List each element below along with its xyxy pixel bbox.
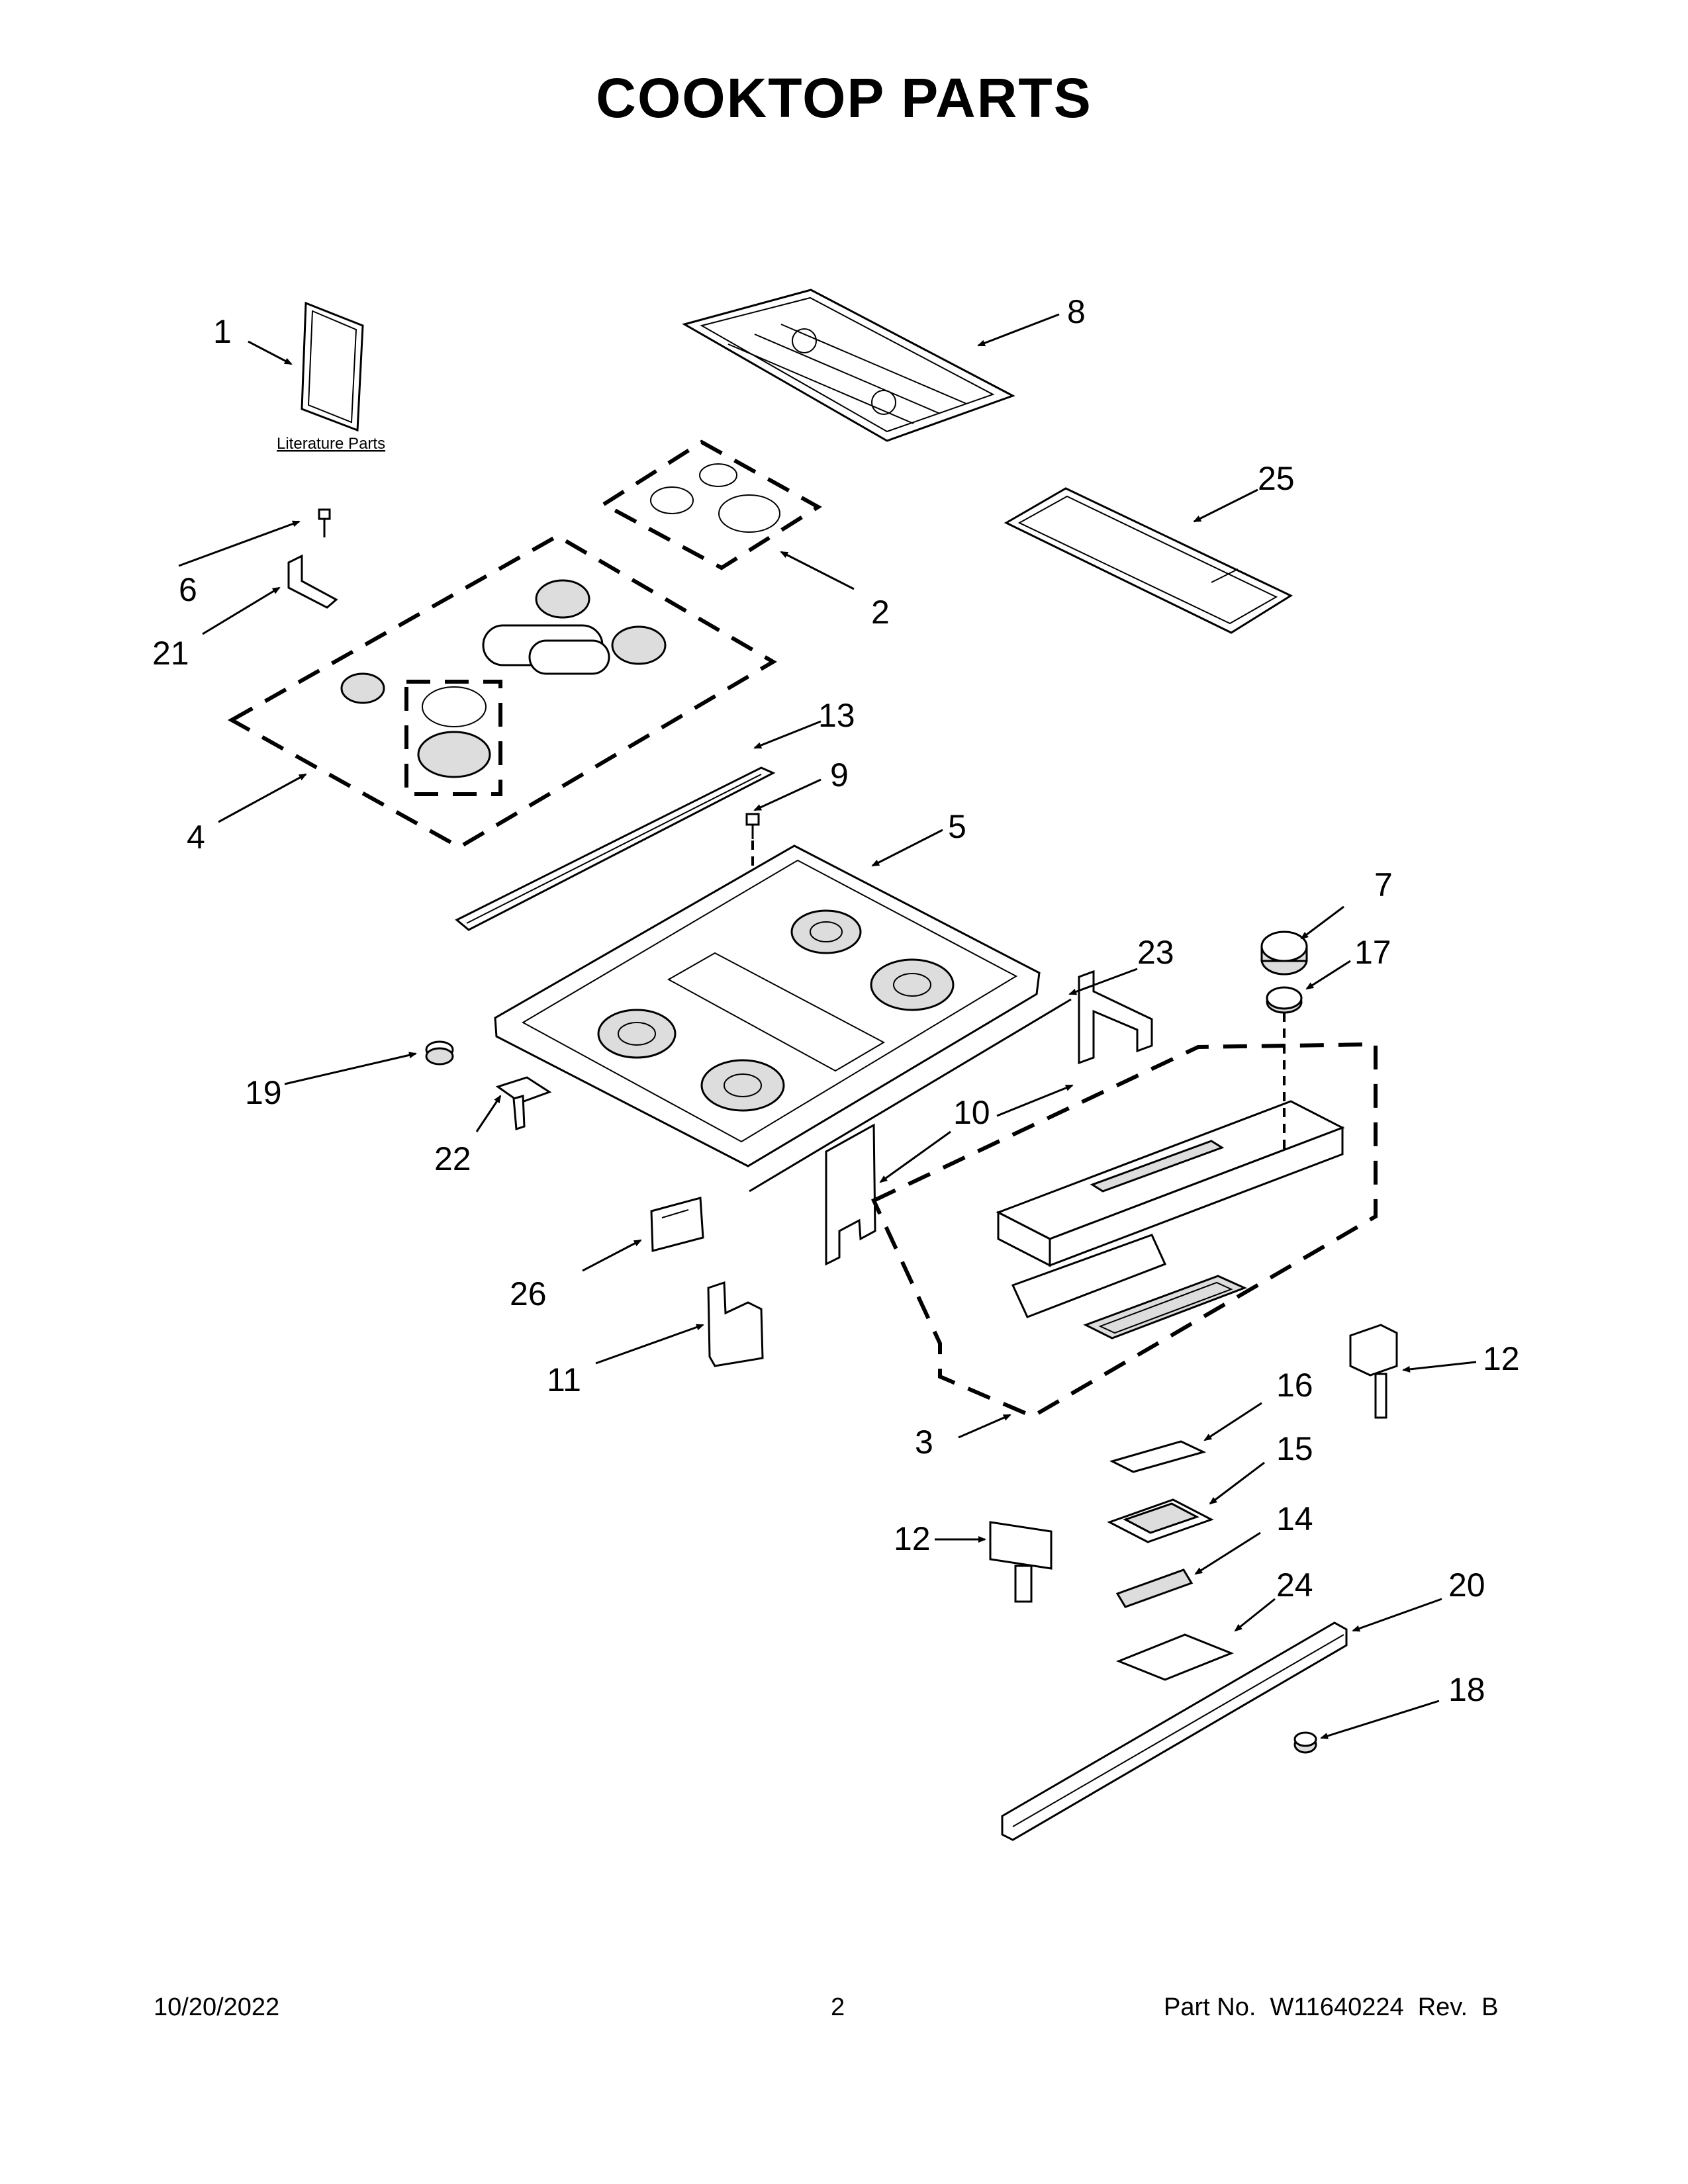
callout-25: 25 (1258, 460, 1295, 497)
part-14-board[interactable] (1115, 1569, 1194, 1608)
part-26-plate[interactable] (650, 1197, 704, 1252)
part-18-clip[interactable] (1293, 1731, 1317, 1754)
callout-2: 2 (871, 594, 890, 631)
callout-8: 8 (1067, 293, 1086, 330)
callout-26: 26 (510, 1275, 547, 1312)
callout-5: 5 (948, 808, 966, 845)
part-13-rail[interactable] (455, 766, 776, 931)
callout-14: 14 (1276, 1500, 1313, 1537)
callout-12-right: 12 (1483, 1340, 1520, 1377)
part-12-module-right[interactable] (1349, 1324, 1398, 1419)
callout-11: 11 (547, 1361, 581, 1398)
part-21-bracket[interactable] (287, 554, 338, 609)
part-24-plate[interactable] (1115, 1633, 1235, 1681)
part-10-bracket-right[interactable] (1078, 970, 1153, 1065)
callout-19: 19 (245, 1074, 282, 1111)
callout-15: 15 (1276, 1430, 1313, 1467)
part-17-bezel[interactable] (1266, 986, 1303, 1152)
callout-13: 13 (818, 697, 855, 734)
part-11-bracket[interactable] (707, 1281, 764, 1367)
callout-16: 16 (1276, 1367, 1313, 1404)
part-8-grate[interactable] (682, 289, 1015, 442)
part-5-cooktop[interactable] (494, 844, 1041, 1167)
part-22-bracket[interactable] (495, 1076, 552, 1131)
part-16-gasket[interactable] (1109, 1440, 1207, 1473)
callout-10: 10 (953, 1094, 990, 1131)
part-20-trim[interactable] (1001, 1621, 1348, 1841)
part-25-griddle[interactable] (1004, 487, 1293, 634)
callout-3: 3 (915, 1424, 933, 1461)
callout-4: 4 (187, 819, 205, 856)
callout-labels: 1 8 25 6 2 21 13 4 9 5 7 17 23 19 10 22 … (152, 293, 1520, 1708)
part-10-bracket-left[interactable] (825, 1123, 876, 1266)
literature-parts-label: Literature Parts (277, 435, 385, 453)
callout-12-lower: 12 (894, 1520, 931, 1557)
callout-leaders (178, 313, 1477, 1739)
callout-18: 18 (1448, 1671, 1485, 1708)
page-title: COOKTOP PARTS (596, 67, 1092, 129)
part-7-knob[interactable] (1260, 931, 1308, 976)
part-15-housing[interactable] (1107, 1498, 1214, 1543)
callout-24: 24 (1276, 1567, 1313, 1604)
callout-9: 9 (830, 756, 849, 794)
part-23-strip[interactable] (749, 998, 1072, 1193)
part-3-control-panel[interactable] (871, 1042, 1378, 1419)
callout-21: 21 (152, 635, 189, 672)
part-19-foot[interactable] (425, 1040, 454, 1066)
callout-17: 17 (1354, 934, 1391, 971)
part-12-module-lower[interactable] (989, 1521, 1053, 1603)
footer-part-number: Part No. W11640224 Rev. B (1164, 1993, 1499, 2021)
callout-7: 7 (1374, 866, 1393, 903)
part-2-burner-caps[interactable] (600, 439, 822, 570)
part-4-burner-bases[interactable] (227, 533, 777, 850)
part-6-screw[interactable] (318, 508, 331, 537)
callout-23: 23 (1137, 934, 1174, 971)
footer-page-number: 2 (831, 1993, 845, 2021)
callout-1: 1 (213, 313, 232, 350)
footer-date: 10/20/2022 (154, 1993, 280, 2021)
callout-6: 6 (179, 571, 197, 608)
callout-20: 20 (1448, 1567, 1485, 1604)
callout-22: 22 (434, 1140, 471, 1177)
part-1-literature[interactable] (301, 301, 364, 432)
